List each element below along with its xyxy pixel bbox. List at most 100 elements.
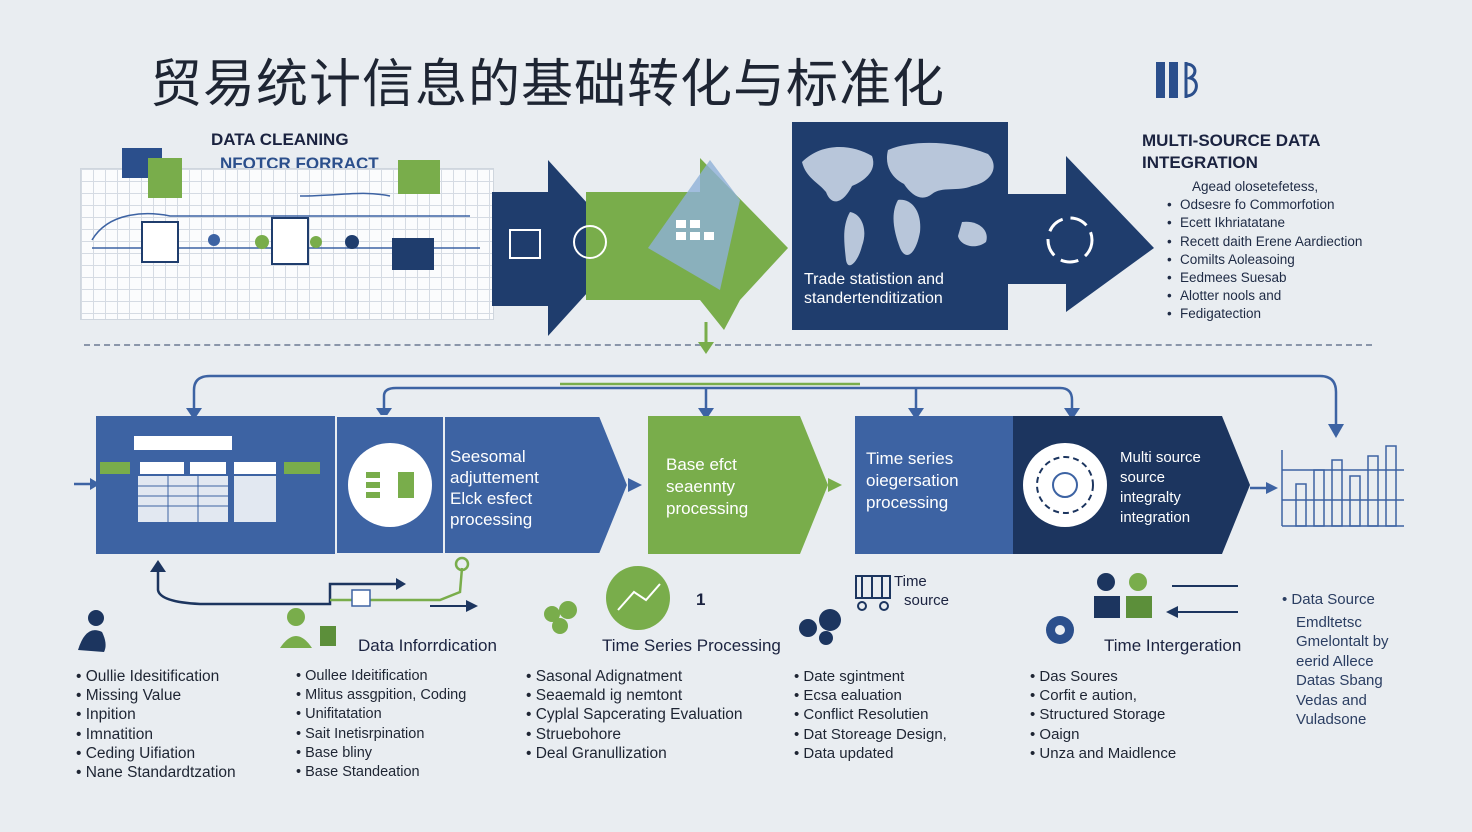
list-item: Imnatition (76, 725, 236, 744)
column-list-source: Date sgintment Ecsa ealuation Conflict R… (794, 667, 947, 763)
list-item: Odsesre fo Commorfotion (1167, 196, 1362, 214)
refresh-icon (1046, 216, 1094, 264)
column-heading-data: Data Inforrdication (358, 636, 497, 655)
stage-text-line: integralty (1120, 489, 1181, 506)
list-item: Base Standeation (296, 763, 466, 782)
cart-icon (855, 575, 891, 611)
map-caption: Trade statistion and standertenditizatio… (804, 270, 944, 308)
table-circle-icon (348, 443, 432, 527)
world-map-panel (792, 122, 1008, 330)
list-item: Emdltetsc (1296, 613, 1362, 631)
list-item: Datas Sbang (1296, 672, 1383, 689)
column-badge: 1 (696, 590, 706, 609)
list-item: Inpition (76, 705, 236, 724)
flow-stage-seasonal (443, 415, 630, 555)
stage-text-line: processing (866, 493, 949, 512)
screen-icon (509, 229, 541, 259)
list-item: Ecsa ealuation (794, 686, 947, 705)
file-icon (141, 221, 179, 263)
grid-icon (676, 220, 714, 240)
list-item: Sait Inetisrpination (296, 725, 466, 744)
data-cleaning-label: DATA CLEANING (211, 130, 349, 149)
column-heading-source: Time source (894, 572, 949, 610)
list-item: Vuladsone (1296, 711, 1367, 728)
list-item: Comilts Aoleasoing (1167, 251, 1362, 269)
multisource-title-line-1: MULTI-SOURCE DATA (1142, 131, 1321, 150)
list-item: Alotter nools and (1167, 287, 1362, 305)
list-item: • Data Source (1282, 591, 1375, 608)
node-icon (345, 235, 359, 249)
table-icon (138, 476, 228, 522)
stage-timeseries-text: Time series oiegersation processing (866, 448, 959, 514)
list-item: Struebohore (526, 725, 743, 744)
list-item: Mlitus assgpition, Coding (296, 686, 466, 705)
stage-seasonal-text: Seesomal adjuttement Elck esfect process… (450, 446, 539, 530)
bar-chart-icon (1281, 445, 1404, 527)
column-list-timeseries: Sasonal Adignatment Seaemald ig nemtont … (526, 667, 743, 763)
list-item: Gmelontalt by (1296, 633, 1389, 650)
list-item: Ecett Ikhriatatane (1167, 214, 1362, 232)
list-item: Structured Storage (1030, 705, 1176, 724)
stage-text-line: processing (450, 510, 533, 529)
flow-stage-base (648, 416, 828, 554)
stage-text-line: seaennty (666, 477, 735, 496)
analytics-circle-icon (606, 566, 670, 630)
list-item: Ceding Uifiation (76, 744, 236, 763)
document-icon (148, 158, 182, 198)
page-title: 贸易统计信息的基础转化与标准化 (150, 55, 946, 115)
arrow-shape (492, 160, 628, 336)
list-item: Base bliny (296, 744, 466, 763)
stage-multisource-text: Multi source source integralty integrati… (1120, 448, 1201, 528)
team-icon (1094, 573, 1152, 618)
list-item: Date sgintment (794, 667, 947, 686)
list-item: Recett daith Erene Aardiection (1167, 233, 1362, 251)
list-item: eerid Allece (1296, 652, 1374, 670)
stage-text-line: Elck esfect (450, 489, 533, 508)
list-item: Conflict Resolutien (794, 705, 947, 724)
down-arrow-icon (698, 342, 714, 354)
integration-circle-icon (1023, 443, 1107, 527)
list-item: Eedmees Suesab (1167, 269, 1362, 287)
leaf-icon (255, 235, 269, 249)
list-item: Deal Granullization (526, 744, 743, 763)
flow-stage-timeseries (855, 416, 1013, 554)
stage-text-line: source (1120, 469, 1166, 486)
people-icon (78, 610, 106, 652)
stage-text-line: integration (1120, 509, 1191, 526)
data-source-list: • Data Source Emdltetsc Gmelontalt by ee… (1282, 590, 1389, 730)
stage-text-line: oiegersation (866, 471, 959, 490)
stage-text-line: Base efct (666, 455, 737, 474)
stage-text-line: Seesomal (450, 447, 526, 466)
table-icon (234, 476, 276, 522)
list-item: Oullee Ideitification (296, 667, 466, 686)
heading-line: Time (894, 573, 927, 590)
section-divider (84, 344, 1372, 346)
list-item: Sasonal Adignatment (526, 667, 743, 686)
list-item: Missing Value (76, 686, 236, 705)
list-item: Oaign (1030, 725, 1176, 744)
stage-text-line: adjuttement (450, 468, 539, 487)
column-list-data: Oullee Ideitification Mlitus assgpition,… (296, 667, 466, 782)
monitor-icon (392, 238, 434, 270)
heading-line: source (904, 592, 950, 609)
list-item: Dat Storeage Design, (794, 725, 946, 744)
user-icon (280, 608, 336, 648)
stage-text-line: processing (666, 499, 749, 518)
column-list-cleaning: Oullie Idesitification Missing Value Inp… (76, 667, 236, 782)
list-item: Data updated (794, 744, 947, 763)
list-item: Das Soures (1030, 667, 1176, 686)
column-heading-timeseries: Time Series Processing (602, 636, 781, 655)
list-item: Corfit e aution, (1030, 686, 1176, 705)
gears-icon (799, 609, 841, 645)
stage-text-line: Multi source (1120, 449, 1201, 466)
list-item: Seaemald ig nemtont (526, 686, 743, 705)
node-icon (208, 234, 220, 246)
list-item: Nane Standardtzation (76, 763, 236, 782)
stage-text-line: Time series (866, 449, 954, 468)
badge-icon (398, 160, 440, 194)
multisource-intro: Agead olosetefetess, (1192, 179, 1319, 194)
list-item: Unza and Maidlence (1030, 744, 1176, 763)
multisource-list: Agead olosetefetess, Odsesre fo Commorfo… (1167, 178, 1362, 324)
multisource-title-line-2: INTEGRATION (1142, 153, 1258, 172)
leaf-icon (310, 236, 322, 248)
